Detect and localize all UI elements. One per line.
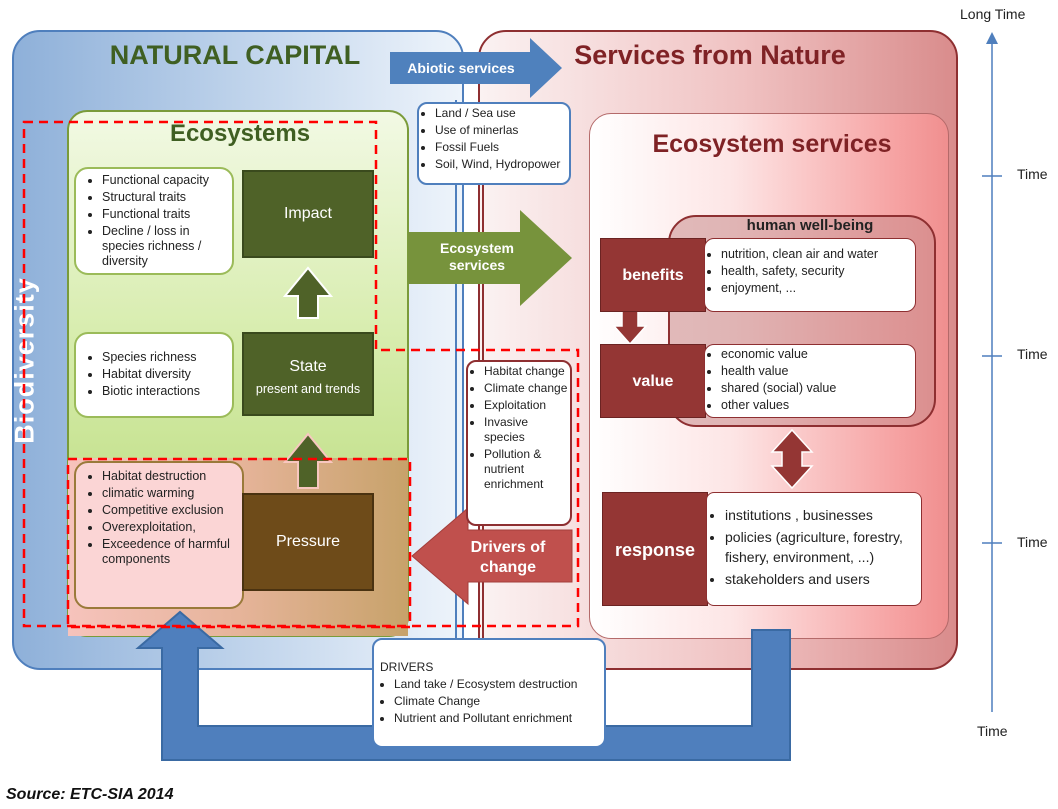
source-caption: Source: ETC-SIA 2014 (6, 786, 174, 803)
pressure-label: Pressure (275, 533, 341, 550)
list-item: Land / Sea use (435, 106, 563, 121)
value-response-double-arrow (770, 428, 814, 490)
biodiversity-dashed-frame (22, 120, 580, 628)
list-item: Species richness (102, 350, 226, 365)
list-item: stakeholders and users (725, 569, 915, 589)
services-from-nature-title: Services from Nature (574, 40, 846, 70)
list-item: other values (721, 398, 909, 413)
list-item: Land take / Ecosystem destruction (394, 676, 598, 693)
human-wellbeing-title: human well-being (746, 217, 874, 234)
ecosystem-services-arrow-label: Ecosystem services (440, 240, 514, 273)
list-item: climatic warming (102, 486, 236, 501)
pressure-dashed-frame (66, 457, 412, 629)
list-item: institutions , businesses (725, 505, 915, 525)
list-item: Overexploitation, (102, 520, 236, 535)
value-box: value (600, 344, 706, 418)
list-item: Habitat change (484, 364, 568, 379)
list-item: nutrition, clean air and water (721, 247, 909, 262)
list-item: shared (social) value (721, 381, 909, 396)
list-item: Use of minerlas (435, 123, 563, 138)
list-item: Exploitation (484, 398, 568, 413)
timeline-tick-label: Time (1017, 534, 1048, 550)
list-item: Invasive species (484, 415, 568, 445)
list-item: Climate Change (394, 693, 598, 710)
list-item: policies (agriculture, forestry, fishery… (725, 527, 915, 567)
list-item: Habitat diversity (102, 367, 226, 382)
impact-box: Impact (242, 170, 374, 258)
pressure-box: Pressure (242, 493, 374, 591)
natural-capital-title: NATURAL CAPITAL (109, 40, 361, 70)
up-arrow-state-impact (282, 266, 334, 319)
impact-traits-list: Functional capacity Structural traits Fu… (74, 167, 234, 275)
timeline-bottom-label: Time (977, 723, 1008, 739)
abiotic-services-list: Land / Sea use Use of minerlas Fossil Fu… (417, 102, 571, 185)
impact-label: Impact (283, 205, 332, 222)
value-list: economic value health value shared (soci… (704, 344, 916, 418)
abiotic-services-arrow (390, 38, 562, 98)
list-item: health, safety, security (721, 264, 909, 279)
response-list: institutions , businesses policies (agri… (706, 492, 922, 606)
list-item: Soil, Wind, Hydropower (435, 157, 563, 172)
ecosystem-services-arrow (408, 210, 572, 306)
list-item: Functional traits (102, 207, 226, 222)
drivers-of-change-label: Drivers of change (470, 539, 546, 576)
state-traits-list: Species richness Habitat diversity Bioti… (74, 332, 234, 418)
drivers-of-change-list: Habitat change Climate change Exploitati… (466, 360, 572, 526)
list-item: Exceedence of harmful components (102, 537, 236, 567)
drivers-of-change-arrow (411, 506, 573, 606)
benefits-box: benefits (600, 238, 706, 312)
abiotic-services-label: Abiotic services (407, 60, 515, 76)
state-box: State present and trends (242, 332, 374, 416)
list-item: economic value (721, 347, 909, 362)
timeline-arrowhead (986, 32, 998, 44)
drivers-title: DRIVERS (380, 660, 434, 674)
list-item: health value (721, 364, 909, 379)
list-item: Competitive exclusion (102, 503, 236, 518)
state-label: State (289, 358, 327, 375)
drivers-box: DRIVERS Land take / Ecosystem destructio… (372, 638, 606, 748)
list-item: Decline / loss in species richness / div… (102, 224, 226, 269)
list-item: Biotic interactions (102, 384, 226, 399)
benefits-list: nutrition, clean air and water health, s… (704, 238, 916, 312)
response-box: response (602, 492, 708, 606)
pressure-traits-list: Habitat destruction climatic warming Com… (74, 461, 244, 609)
ecosystem-services-title: Ecosystem services (652, 130, 892, 158)
list-item: Fossil Fuels (435, 140, 563, 155)
list-item: Nutrient and Pollutant enrichment (394, 710, 598, 727)
timeline-tick-label: Time (1017, 346, 1048, 362)
list-item: enjoyment, ... (721, 281, 909, 296)
list-item: Climate change (484, 381, 568, 396)
up-arrow-pressure-state (282, 432, 334, 489)
list-item: Functional capacity (102, 173, 226, 188)
state-sublabel: present and trends (255, 382, 361, 396)
list-item: Structural traits (102, 190, 226, 205)
timeline-top-label: Long Time (960, 6, 1026, 22)
timeline-tick-label: Time (1017, 166, 1048, 182)
list-item: Habitat destruction (102, 469, 236, 484)
list-item: Pollution & nutrient enrichment (484, 447, 568, 492)
ecosystems-title: Ecosystems (169, 120, 311, 147)
